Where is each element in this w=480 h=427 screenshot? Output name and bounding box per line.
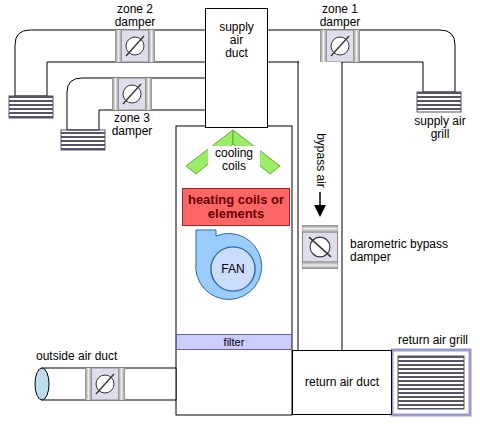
part-label: zone 2 damper — [105, 3, 165, 29]
node-text: return air duct — [305, 376, 379, 389]
return-duct-box: return air duct — [292, 350, 392, 415]
part-label: cooling coils — [208, 146, 260, 174]
heating-coil-box: heating coils or elements — [182, 188, 290, 226]
node-text: supply air duct — [218, 21, 255, 60]
supply-duct-box: supply air duct — [205, 8, 268, 128]
node-text: heating coils or elements — [187, 193, 285, 221]
part-label: bypass air — [314, 126, 327, 196]
node-text: filter — [224, 336, 245, 348]
part-label: supply air grill — [405, 115, 475, 141]
part-label: return air grill — [398, 334, 478, 347]
node-text: FAN — [221, 263, 244, 276]
part-label: outside air duct — [36, 350, 166, 363]
part-label: barometric bypass damper — [350, 238, 460, 264]
part-label: zone 1 damper — [310, 3, 370, 29]
fan-circle: FAN — [210, 246, 256, 292]
part-label: zone 3 damper — [102, 112, 162, 138]
filter-band: filter — [176, 334, 292, 350]
